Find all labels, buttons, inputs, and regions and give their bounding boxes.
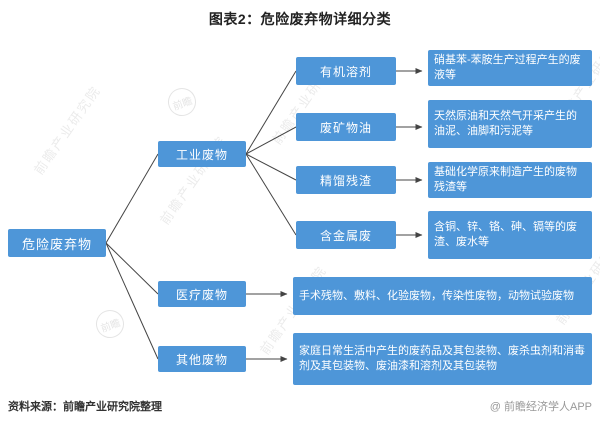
node-industrial-waste: 工业废物: [158, 141, 246, 167]
desc-metal-bearing-waste: 含铜、锌、铬、砷、镉等的废渣、废水等: [428, 211, 592, 259]
desc-organic-solvent: 硝基苯-苯胺生产过程产生的废液等: [428, 50, 592, 86]
node-medical-waste: 医疗废物: [158, 281, 246, 307]
desc-other-waste: 家庭日常生活中产生的废药品及其包装物、废杀虫剂和消毒剂及其包装物、废油漆和溶剂及…: [293, 333, 592, 385]
watermark-logo: 前瞻: [164, 84, 200, 120]
credit-note: @ 前瞻经济学人APP: [489, 401, 592, 413]
watermark-text: 前瞻产业研究院: [31, 82, 104, 178]
figure-title: 图表2：危险废弃物详细分类: [208, 11, 392, 27]
node-metal-bearing-waste: 含金属废: [296, 221, 396, 249]
node-organic-solvent: 有机溶剂: [296, 57, 396, 85]
node-other-waste: 其他废物: [158, 346, 246, 372]
watermark-logo: 前瞻: [92, 306, 128, 342]
source-note: 资料来源：前瞻产业研究院整理: [8, 401, 162, 413]
node-hazardous-waste: 危险废弃物: [8, 229, 106, 257]
desc-distillation-residue: 基础化学原来制造产生的废物残渣等: [428, 162, 592, 198]
node-distillation-residue: 精馏残渣: [296, 166, 396, 194]
desc-waste-mineral-oil: 天然原油和天然气开采产生的油泥、油脚和污泥等: [428, 100, 592, 148]
node-waste-mineral-oil: 废矿物油: [296, 113, 396, 141]
desc-medical-waste: 手术残物、敷料、化验废物，传染性废物，动物试验废物: [293, 277, 592, 315]
